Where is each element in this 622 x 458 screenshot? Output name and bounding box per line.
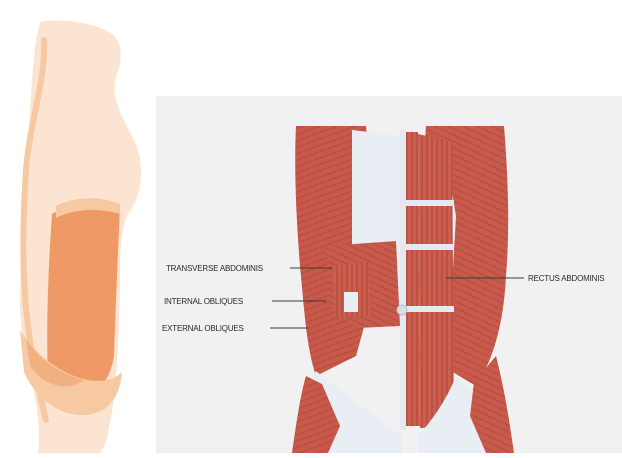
navel — [397, 305, 407, 315]
tendinous-intersection-3 — [406, 306, 454, 312]
label-external-obliques: EXTERNAL OBLIQUES — [162, 324, 244, 333]
side-view-torso-illustration — [0, 0, 160, 453]
transverse-highlight — [344, 292, 358, 312]
tendinous-intersection-1 — [406, 200, 454, 206]
rectus-abdominis-right — [418, 134, 454, 428]
abdominal-muscles-diagram: TRANSVERSE ABDOMINIS INTERNAL OBLIQUES E… — [156, 96, 622, 453]
label-internal-obliques: INTERNAL OBLIQUES — [164, 297, 243, 306]
label-rectus-abdominis: RECTUS ABDOMINIS — [528, 274, 604, 283]
tendinous-intersection-2 — [406, 244, 454, 250]
abdomen-inner — [47, 203, 120, 392]
rectus-abdominis-left — [404, 132, 420, 426]
linea-alba — [400, 130, 406, 430]
label-transverse-abdominis: TRANSVERSE ABDOMINIS — [166, 264, 263, 273]
